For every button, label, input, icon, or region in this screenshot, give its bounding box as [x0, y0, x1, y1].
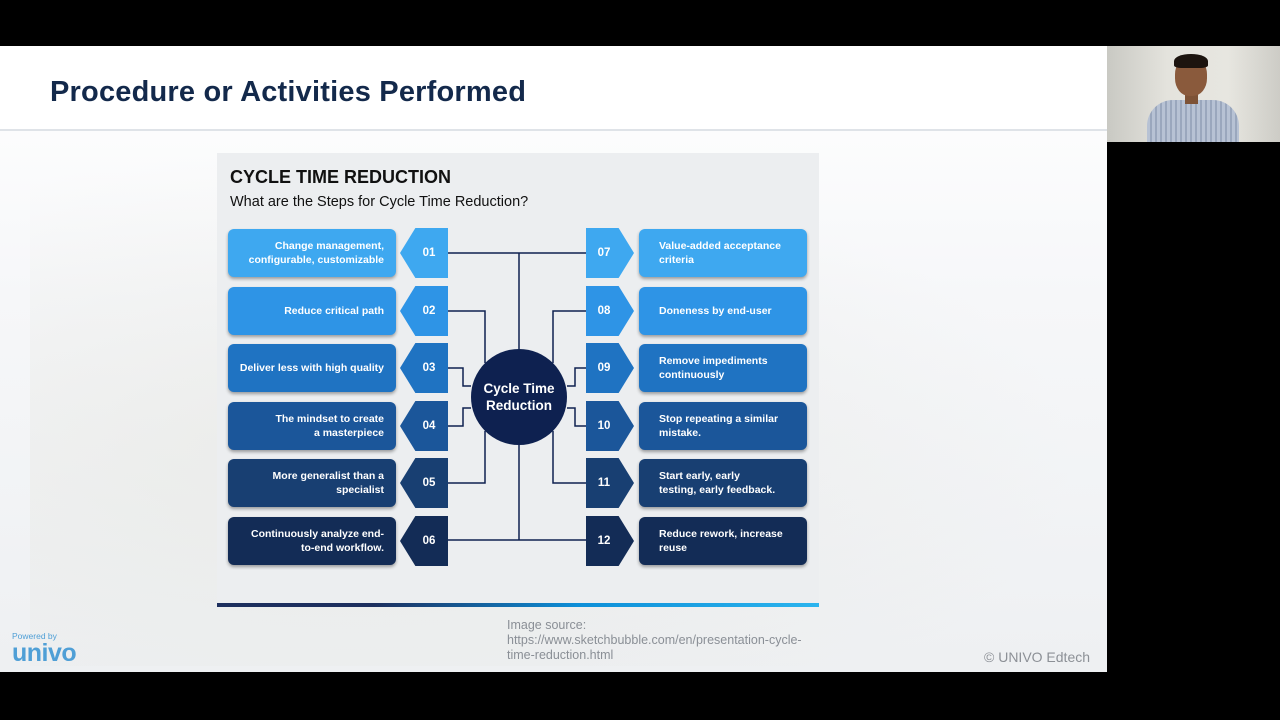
card-bottom-bar	[217, 603, 819, 607]
diagram-subtitle: What are the Steps for Cycle Time Reduct…	[230, 194, 529, 210]
step-box-08: Doneness by end-user	[639, 287, 807, 335]
connector-11	[552, 431, 586, 484]
image-source-url-line2: time-reduction.html	[507, 648, 614, 662]
diagram-title: CYCLE TIME REDUCTION	[230, 167, 452, 187]
powered-by-text: Powered by	[12, 631, 57, 641]
presenter-shirt	[1147, 100, 1239, 142]
presenter-hair	[1174, 54, 1208, 68]
connector-09	[567, 367, 586, 387]
image-source-url-line1: https://www.sketchbubble.com/en/presenta…	[507, 633, 802, 647]
connector-02	[448, 310, 486, 363]
step-text-06: Continuously analyze end-to-end workflow…	[250, 528, 384, 554]
connector-08	[552, 310, 586, 363]
slide-title-bar: Procedure or Activities Performed	[0, 46, 1107, 131]
step-text-02: Reduce critical path	[284, 305, 384, 317]
image-source-caption: Image source: https://www.sketchbubble.c…	[507, 618, 857, 663]
step-text-08: Doneness by end-user	[659, 305, 772, 317]
brand-logo-text: univo	[12, 639, 77, 667]
step-box-06: Continuously analyze end-to-end workflow…	[228, 517, 396, 565]
connector-05	[448, 431, 486, 484]
slide: Procedure or Activities Performed CYCLE …	[0, 46, 1107, 672]
connector-04	[448, 407, 471, 427]
step-box-02: Reduce critical path	[228, 287, 396, 335]
connector-10	[567, 407, 586, 427]
step-text-03: Deliver less with high quality	[239, 362, 384, 374]
copyright-text: © UNIVO Edtech	[984, 649, 1091, 665]
step-box-03: Deliver less with high quality	[228, 344, 396, 392]
connector-03	[448, 367, 471, 387]
step-box-01: Change management,configurable, customiz…	[228, 229, 396, 277]
image-source-label: Image source:	[507, 618, 587, 632]
diagram-card: CYCLE TIME REDUCTION What are the Steps …	[217, 153, 819, 607]
presenter-webcam	[1107, 46, 1280, 142]
slide-title: Procedure or Activities Performed	[50, 76, 527, 108]
connector-lines	[448, 252, 586, 541]
univo-logo: Powered by univo	[12, 631, 77, 667]
step-text-01: Change management,configurable, customiz…	[248, 240, 384, 266]
